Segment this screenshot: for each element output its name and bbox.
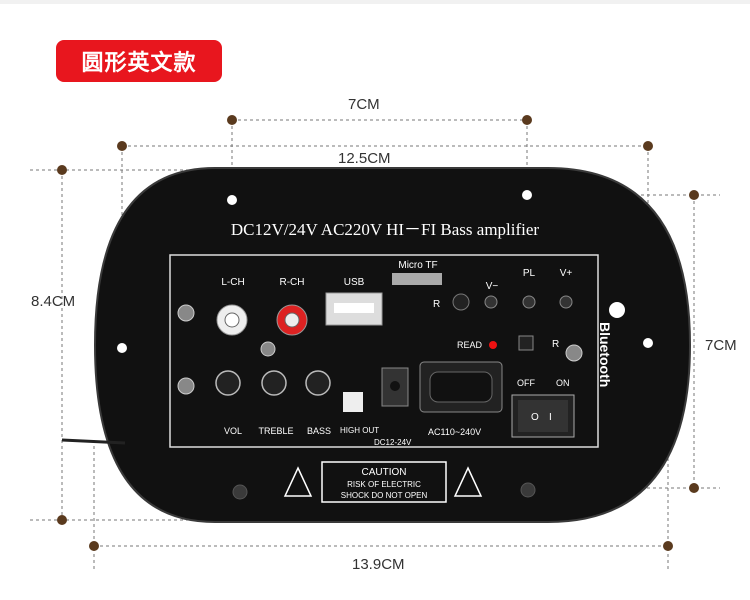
warning-exclamation-icon: [453, 466, 483, 497]
top-divider: [0, 0, 750, 4]
ir-receiver: [452, 293, 470, 311]
label-vol: VOL: [224, 426, 242, 436]
knob-vol: [215, 370, 241, 396]
power-indicator: [518, 335, 534, 351]
button-next: [559, 295, 573, 309]
panel-title: DC12V/24V AC220V HI－FI Bass amplifier: [231, 220, 540, 239]
micro-tf-slot: [392, 273, 442, 285]
dim-right-height: 7CM: [705, 337, 737, 354]
shock-warning-icon: [283, 466, 313, 497]
mounting-holes: [117, 190, 653, 353]
label-bluetooth: Bluetooth: [597, 322, 613, 387]
bluetooth-logo-icon: [609, 302, 625, 318]
label-bass: BASS: [307, 426, 331, 436]
dim-left-height: 8.4CM: [31, 293, 76, 310]
label-read: READ: [457, 340, 483, 350]
label-ac-input: AC110~240V: [428, 427, 481, 437]
label-pl: PL: [523, 268, 536, 279]
label-l-ch: L-CH: [221, 277, 244, 288]
r-mark-2: R: [552, 339, 559, 350]
high-out-connector: [343, 392, 363, 412]
button-prev: [484, 295, 498, 309]
label-v-plus: V+: [560, 268, 573, 279]
knob-treble: [261, 370, 287, 396]
button-play: [522, 295, 536, 309]
switch-on-mark: I: [549, 412, 552, 423]
caution-title: CAUTION: [362, 467, 407, 478]
caution-line-1: RISK OF ELECTRIC: [347, 480, 421, 489]
dimension-dots: [57, 115, 699, 551]
switch-off-mark: O: [531, 412, 539, 423]
control-panel-frame: [169, 254, 599, 448]
r-mark-1: R: [433, 299, 440, 310]
knobs: [215, 370, 331, 396]
knob-bass: [305, 370, 331, 396]
label-usb: USB: [344, 277, 365, 288]
caution-label: CAUTION RISK OF ELECTRIC SHOCK DO NOT OP…: [321, 461, 447, 503]
screws: [177, 304, 583, 395]
label-micro-tf: Micro TF: [398, 260, 437, 271]
label-on: ON: [556, 378, 570, 388]
dim-bottom-width: 13.9CM: [352, 556, 405, 573]
label-r-ch: R-CH: [280, 277, 305, 288]
label-v-minus: V−: [486, 281, 499, 292]
label-high-out: HIGH OUT: [340, 426, 379, 435]
read-led: [489, 341, 497, 349]
dim-top-width: 7CM: [348, 96, 380, 113]
label-treble: TREBLE: [258, 426, 293, 436]
label-dc-input: DC12-24V: [374, 438, 412, 447]
dim-overall-width: 12.5CM: [338, 150, 391, 167]
rubber-feet: [232, 482, 536, 500]
style-badge: 圆形英文款: [56, 40, 222, 82]
label-off: OFF: [517, 378, 535, 388]
power-wire: [61, 438, 126, 445]
caution-line-2: SHOCK DO NOT OPEN: [341, 491, 428, 500]
